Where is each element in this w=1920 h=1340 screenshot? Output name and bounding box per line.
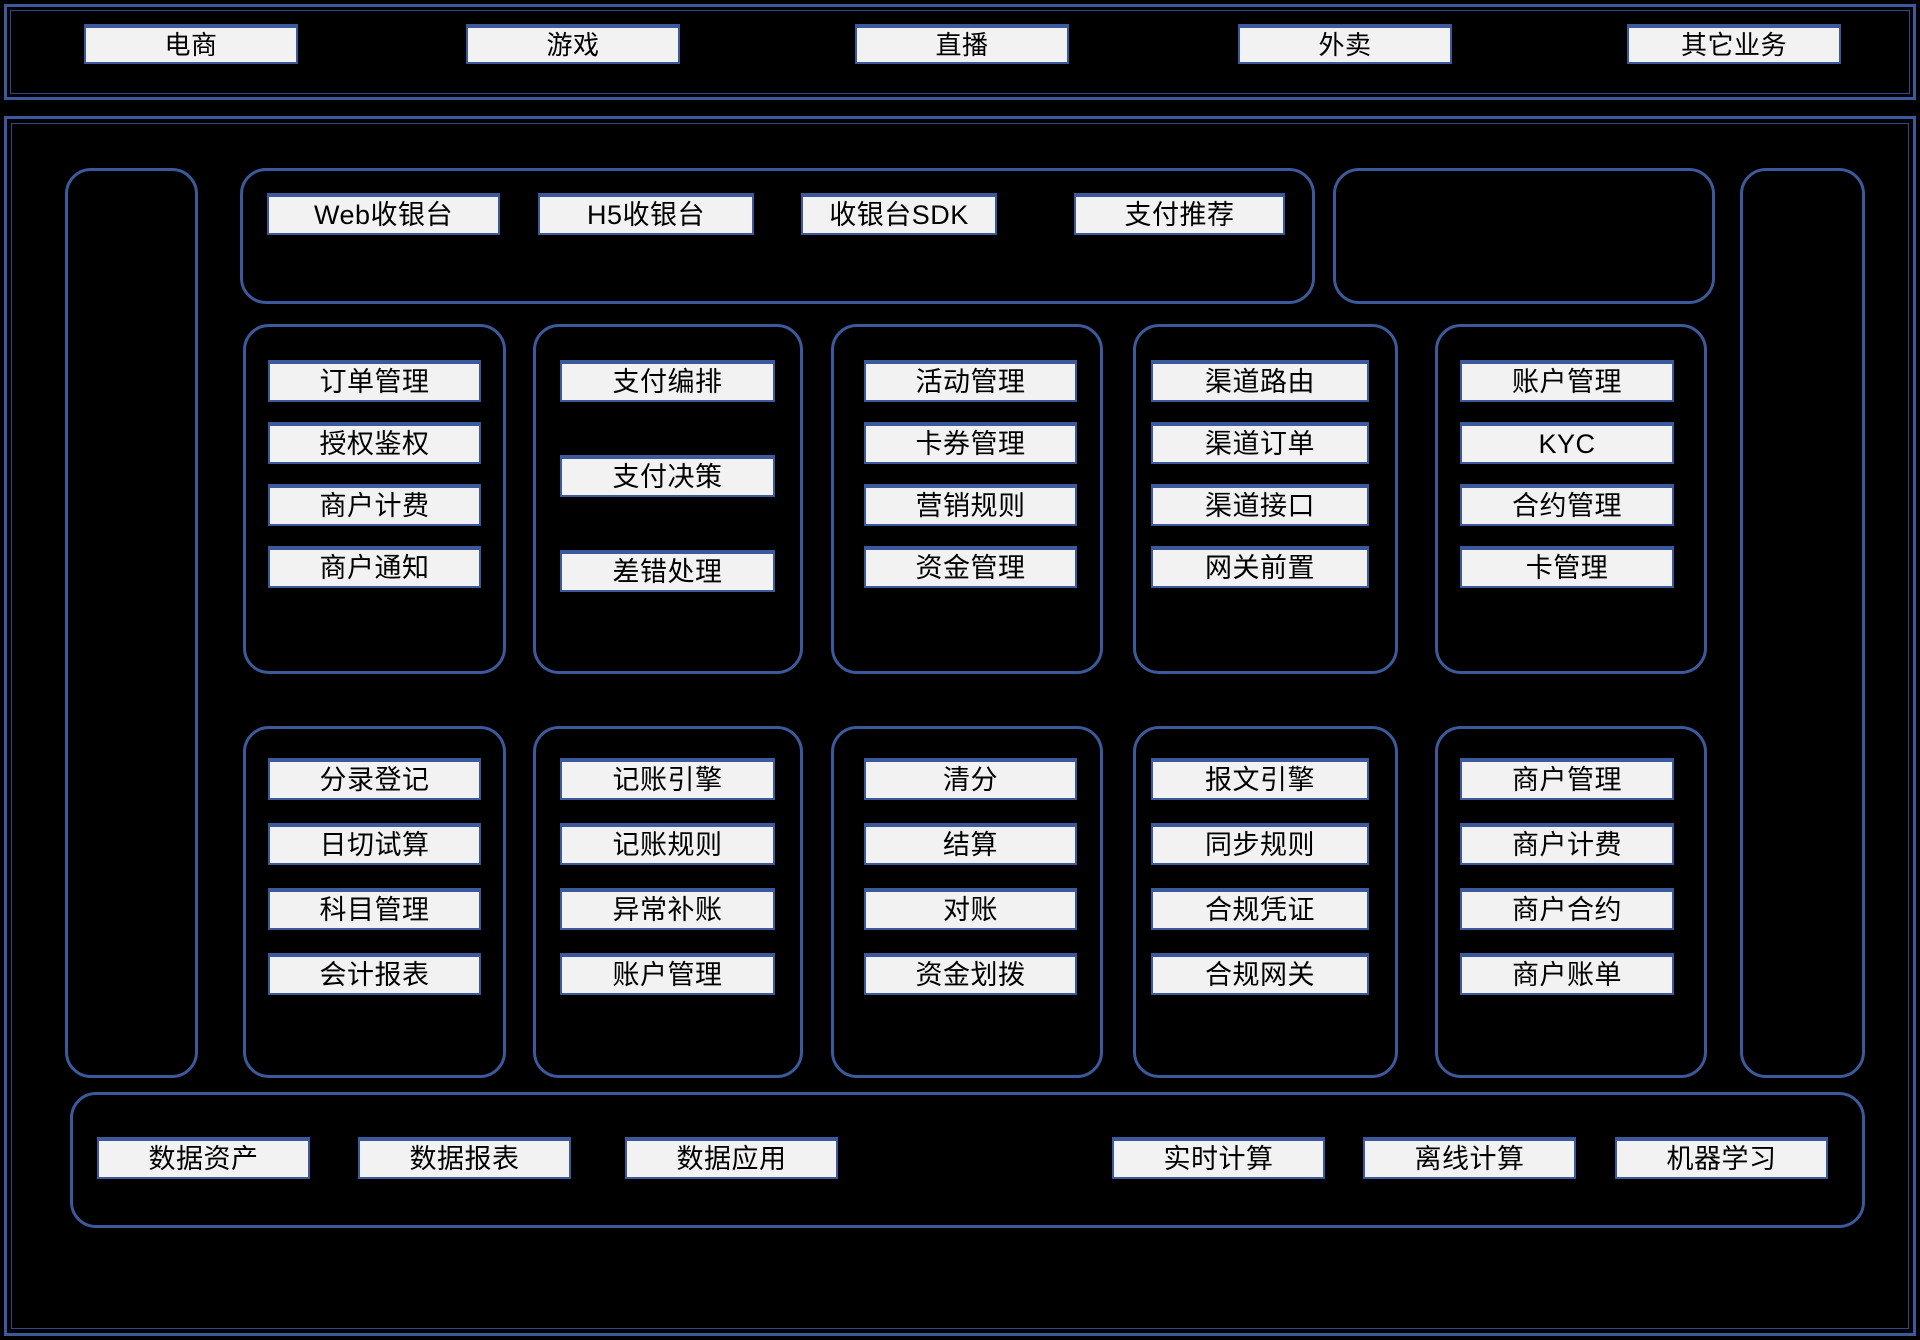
data-left-chip-1[interactable]: 数据报表 — [358, 1137, 571, 1179]
service-chip-service_row_top-4-1[interactable]: KYC — [1460, 422, 1674, 464]
service-chip-service_row_bottom-1-3[interactable]: 账户管理 — [560, 953, 775, 995]
service-chip-service_row_bottom-4-3[interactable]: 商户账单 — [1460, 953, 1674, 995]
business-chip-2[interactable]: 直播 — [855, 24, 1069, 64]
cashier-side-panel — [1333, 168, 1715, 304]
service-chip-service_row_bottom-2-1[interactable]: 结算 — [864, 823, 1077, 865]
data-right-chip-2[interactable]: 机器学习 — [1615, 1137, 1828, 1179]
left-rail-panel — [65, 168, 198, 1078]
service-chip-service_row_bottom-1-0[interactable]: 记账引擎 — [560, 758, 775, 800]
business-chip-4[interactable]: 其它业务 — [1627, 24, 1841, 64]
service-chip-service_row_bottom-3-2[interactable]: 合规凭证 — [1151, 888, 1369, 930]
service-chip-service_row_top-1-2[interactable]: 差错处理 — [560, 550, 775, 592]
service-chip-service_row_bottom-2-3[interactable]: 资金划拨 — [864, 953, 1077, 995]
service-chip-service_row_bottom-1-2[interactable]: 异常补账 — [560, 888, 775, 930]
service-chip-service_row_top-0-3[interactable]: 商户通知 — [268, 546, 481, 588]
service-group-panel-service_row_bottom-3 — [1133, 726, 1398, 1078]
service-group-panel-service_row_top-3 — [1133, 324, 1398, 674]
business-layer-frame-inner — [10, 10, 1910, 94]
business-layer-frame — [4, 4, 1916, 100]
service-chip-service_row_bottom-0-1[interactable]: 日切试算 — [268, 823, 481, 865]
service-chip-service_row_top-3-1[interactable]: 渠道订单 — [1151, 422, 1369, 464]
platform-frame-inner — [11, 123, 1909, 1329]
business-chip-0[interactable]: 电商 — [84, 24, 298, 64]
business-chip-1[interactable]: 游戏 — [466, 24, 680, 64]
service-chip-service_row_top-2-3[interactable]: 资金管理 — [864, 546, 1077, 588]
business-chip-3[interactable]: 外卖 — [1238, 24, 1452, 64]
service-chip-service_row_bottom-0-3[interactable]: 会计报表 — [268, 953, 481, 995]
service-chip-service_row_top-4-2[interactable]: 合约管理 — [1460, 484, 1674, 526]
cashier-chip-1[interactable]: H5收银台 — [538, 193, 754, 235]
data-right-chip-0[interactable]: 实时计算 — [1112, 1137, 1325, 1179]
service-group-panel-service_row_bottom-2 — [831, 726, 1103, 1078]
data-right-chip-1[interactable]: 离线计算 — [1363, 1137, 1576, 1179]
service-chip-service_row_bottom-0-2[interactable]: 科目管理 — [268, 888, 481, 930]
service-group-panel-service_row_top-1 — [533, 324, 803, 674]
service-chip-service_row_top-4-0[interactable]: 账户管理 — [1460, 360, 1674, 402]
service-chip-service_row_bottom-0-0[interactable]: 分录登记 — [268, 758, 481, 800]
service-chip-service_row_top-2-2[interactable]: 营销规则 — [864, 484, 1077, 526]
service-chip-service_row_top-0-2[interactable]: 商户计费 — [268, 484, 481, 526]
service-chip-service_row_bottom-2-2[interactable]: 对账 — [864, 888, 1077, 930]
cashier-chip-0[interactable]: Web收银台 — [267, 193, 500, 235]
service-chip-service_row_bottom-4-1[interactable]: 商户计费 — [1460, 823, 1674, 865]
service-chip-service_row_bottom-4-2[interactable]: 商户合约 — [1460, 888, 1674, 930]
cashier-layer-panel — [240, 168, 1315, 304]
service-chip-service_row_top-3-3[interactable]: 网关前置 — [1151, 546, 1369, 588]
data-left-chip-2[interactable]: 数据应用 — [625, 1137, 838, 1179]
service-chip-service_row_top-1-1[interactable]: 支付决策 — [560, 455, 775, 497]
service-chip-service_row_bottom-3-0[interactable]: 报文引擎 — [1151, 758, 1369, 800]
service-chip-service_row_bottom-3-1[interactable]: 同步规则 — [1151, 823, 1369, 865]
service-chip-service_row_bottom-3-3[interactable]: 合规网关 — [1151, 953, 1369, 995]
service-group-panel-service_row_bottom-0 — [243, 726, 506, 1078]
service-chip-service_row_top-0-0[interactable]: 订单管理 — [268, 360, 481, 402]
service-chip-service_row_top-2-1[interactable]: 卡券管理 — [864, 422, 1077, 464]
service-group-panel-service_row_top-0 — [243, 324, 506, 674]
service-chip-service_row_top-2-0[interactable]: 活动管理 — [864, 360, 1077, 402]
right-rail-panel — [1740, 168, 1865, 1078]
cashier-chip-2[interactable]: 收银台SDK — [801, 193, 997, 235]
service-group-panel-service_row_bottom-1 — [533, 726, 803, 1078]
service-group-panel-service_row_top-2 — [831, 324, 1103, 674]
service-chip-service_row_top-3-0[interactable]: 渠道路由 — [1151, 360, 1369, 402]
platform-frame — [4, 116, 1916, 1336]
service-chip-service_row_bottom-2-0[interactable]: 清分 — [864, 758, 1077, 800]
service-group-panel-service_row_top-4 — [1435, 324, 1707, 674]
service-chip-service_row_top-1-0[interactable]: 支付编排 — [560, 360, 775, 402]
data-layer-panel — [70, 1092, 1865, 1228]
service-group-panel-service_row_bottom-4 — [1435, 726, 1707, 1078]
service-chip-service_row_bottom-4-0[interactable]: 商户管理 — [1460, 758, 1674, 800]
service-chip-service_row_top-3-2[interactable]: 渠道接口 — [1151, 484, 1369, 526]
service-chip-service_row_top-0-1[interactable]: 授权鉴权 — [268, 422, 481, 464]
service-chip-service_row_bottom-1-1[interactable]: 记账规则 — [560, 823, 775, 865]
service-chip-service_row_top-4-3[interactable]: 卡管理 — [1460, 546, 1674, 588]
cashier-chip-3[interactable]: 支付推荐 — [1074, 193, 1285, 235]
data-left-chip-0[interactable]: 数据资产 — [97, 1137, 310, 1179]
